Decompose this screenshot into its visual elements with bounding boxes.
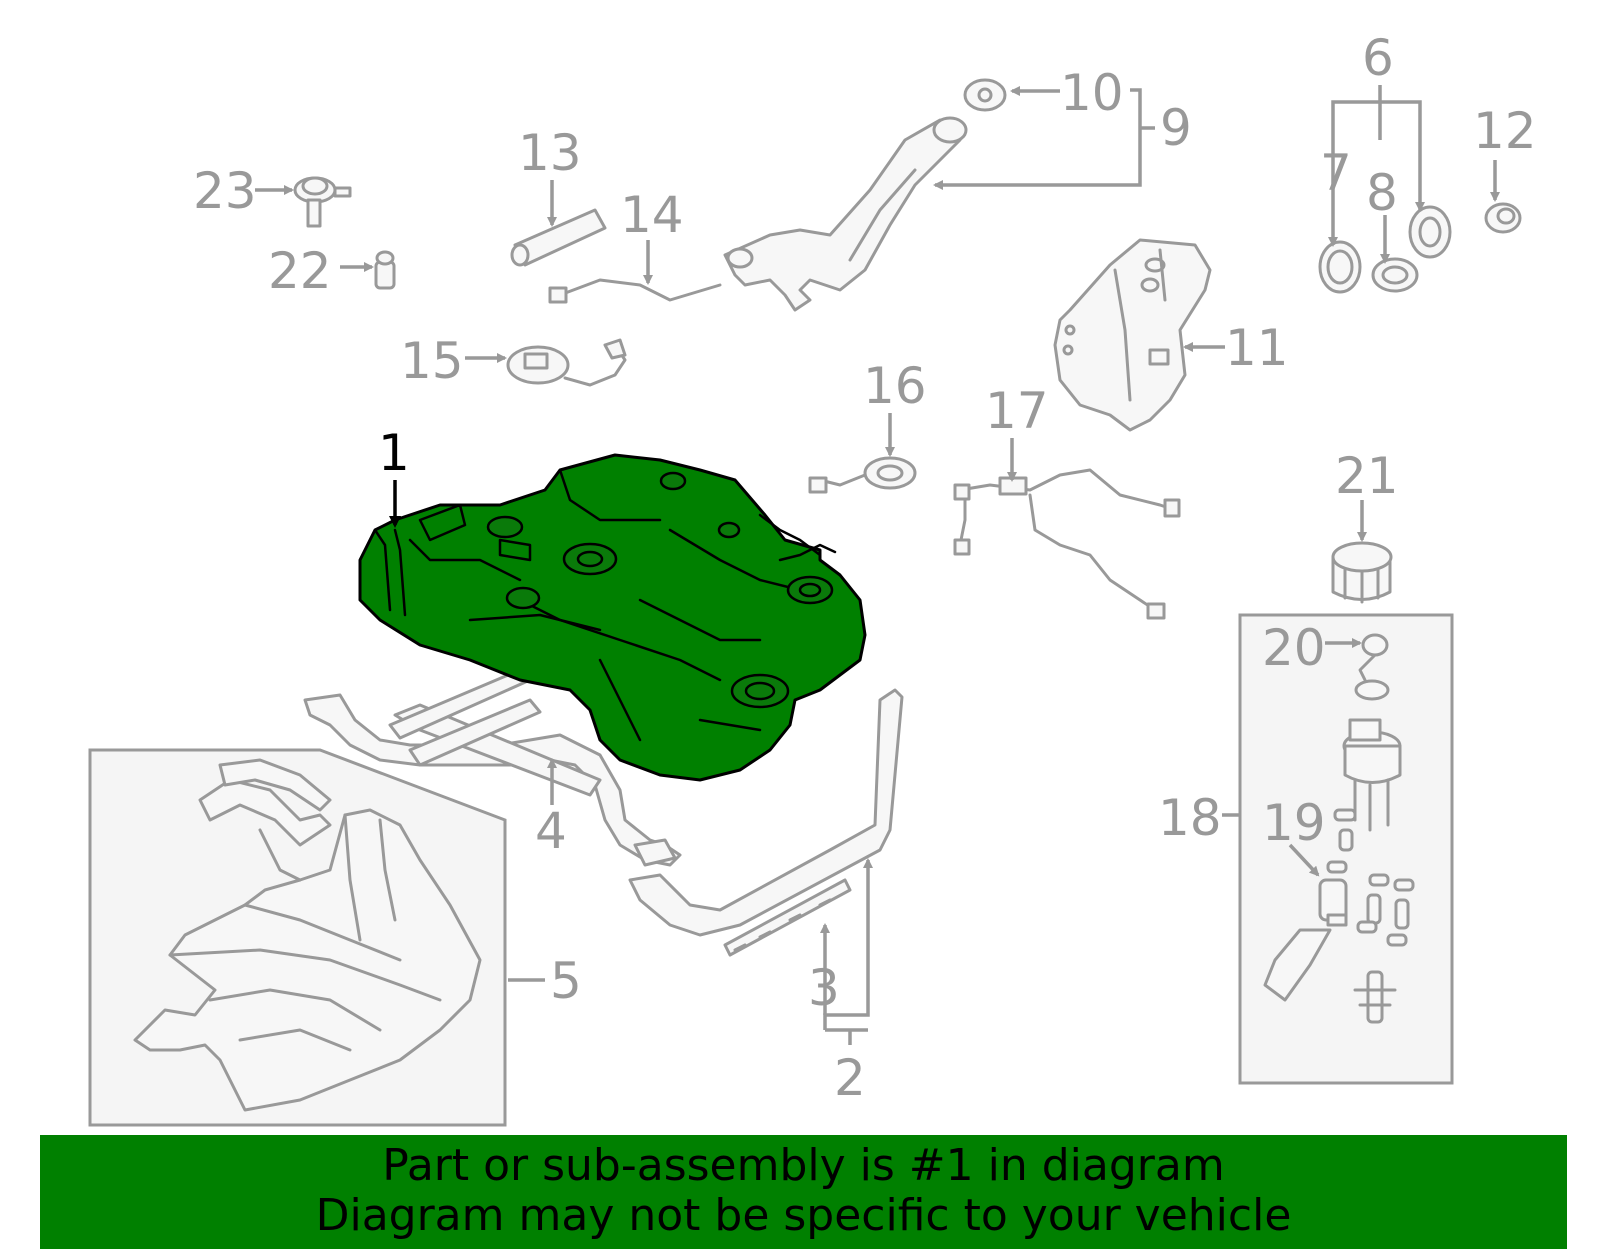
callout-8: 8 [1366,164,1398,222]
leader-lines [255,85,1500,1045]
callout-18: 18 [1158,789,1222,847]
callout-2: 2 [834,1049,866,1107]
callout-1: 1 [378,424,410,482]
callout-19: 19 [1262,794,1326,852]
lock-ring [1331,541,1393,604]
callout-6: 6 [1362,29,1394,87]
callout-10: 10 [1060,64,1124,122]
callout-labels: 1 2 3 4 5 6 7 8 9 10 11 12 13 14 15 16 1… [193,29,1537,1107]
callout-9: 9 [1160,99,1192,157]
callout-20: 20 [1262,619,1326,677]
callout-23: 23 [193,162,257,220]
valve-group [293,176,396,290]
fuel-pump-module [1238,613,1454,1085]
callout-21: 21 [1335,447,1399,505]
filler-bracket [1053,238,1212,432]
notice-banner: Part or sub-assembly is #1 in diagram Di… [40,1135,1567,1249]
callout-15: 15 [400,332,464,390]
heat-shield-assembly [88,748,507,1127]
fuel-tank [358,453,867,782]
callout-22: 22 [268,242,332,300]
banner-line-2: Diagram may not be specific to your vehi… [315,1190,1292,1241]
callout-5: 5 [550,952,582,1010]
wiring-harness [953,468,1181,620]
callout-7: 7 [1320,144,1352,202]
callout-4: 4 [535,802,567,860]
callout-16: 16 [863,357,927,415]
banner-line-1: Part or sub-assembly is #1 in diagram [382,1140,1225,1191]
tank-strap-rail-assembly [303,668,682,867]
callout-11: 11 [1225,319,1289,377]
callout-12: 12 [1473,102,1537,160]
callout-14: 14 [620,186,684,244]
callout-17: 17 [985,382,1049,440]
callout-13: 13 [518,124,582,182]
hose-group [506,208,722,387]
pump-cover [808,456,917,494]
filler-neck [723,78,1007,312]
callout-3: 3 [808,959,840,1017]
tank-strap-assembly [628,688,904,957]
seals-group [1318,202,1522,294]
